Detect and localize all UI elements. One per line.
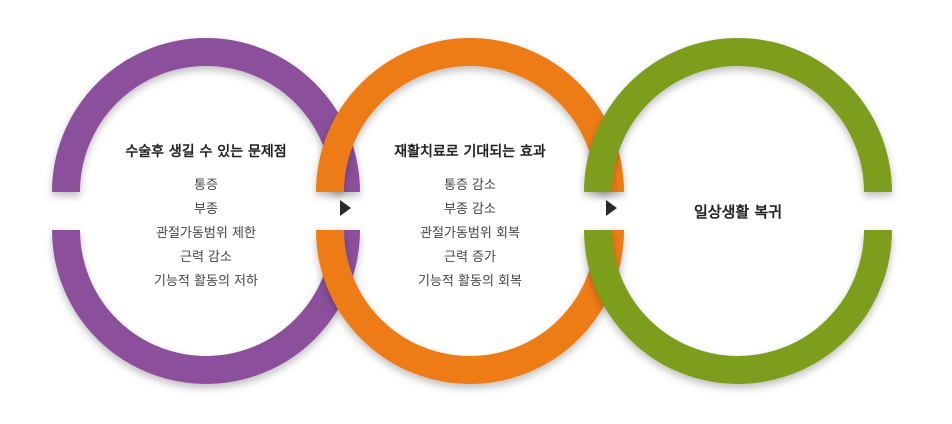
arrow-right-icon (340, 200, 351, 216)
ring-daily-life-bottom-arc (584, 229, 892, 384)
effects-item-5: 기능적 활동의 회복 (418, 274, 522, 289)
effects-title: 재활치료로 기대되는 효과 (394, 144, 546, 160)
daily-life-title: 일상생활 복귀 (693, 203, 783, 221)
effects-item-1: 통증 감소 (444, 178, 496, 193)
problems-title: 수술후 생길 수 있는 문제점 (125, 144, 287, 160)
problems-item-1: 통증 (194, 178, 218, 193)
effects-item-2: 부종 감소 (444, 202, 496, 217)
ring-effects-top-arc (316, 38, 624, 193)
ring-daily-life (584, 38, 892, 384)
ring-daily-life-top-arc (584, 38, 892, 193)
problems-item-4: 근력 감소 (180, 250, 232, 265)
arrow-right-icon (606, 200, 617, 216)
ring-problems-top-arc (52, 38, 360, 193)
problems-item-3: 관절가동범위 제한 (156, 226, 256, 241)
ring-effects (316, 38, 624, 384)
problems-item-2: 부종 (194, 202, 218, 217)
effects-item-3: 관절가동범위 회복 (420, 226, 520, 241)
effects-item-4: 근력 증가 (444, 250, 496, 265)
problems-item-5: 기능적 활동의 저하 (154, 274, 258, 289)
ring-effects-bottom-arc (316, 229, 624, 384)
